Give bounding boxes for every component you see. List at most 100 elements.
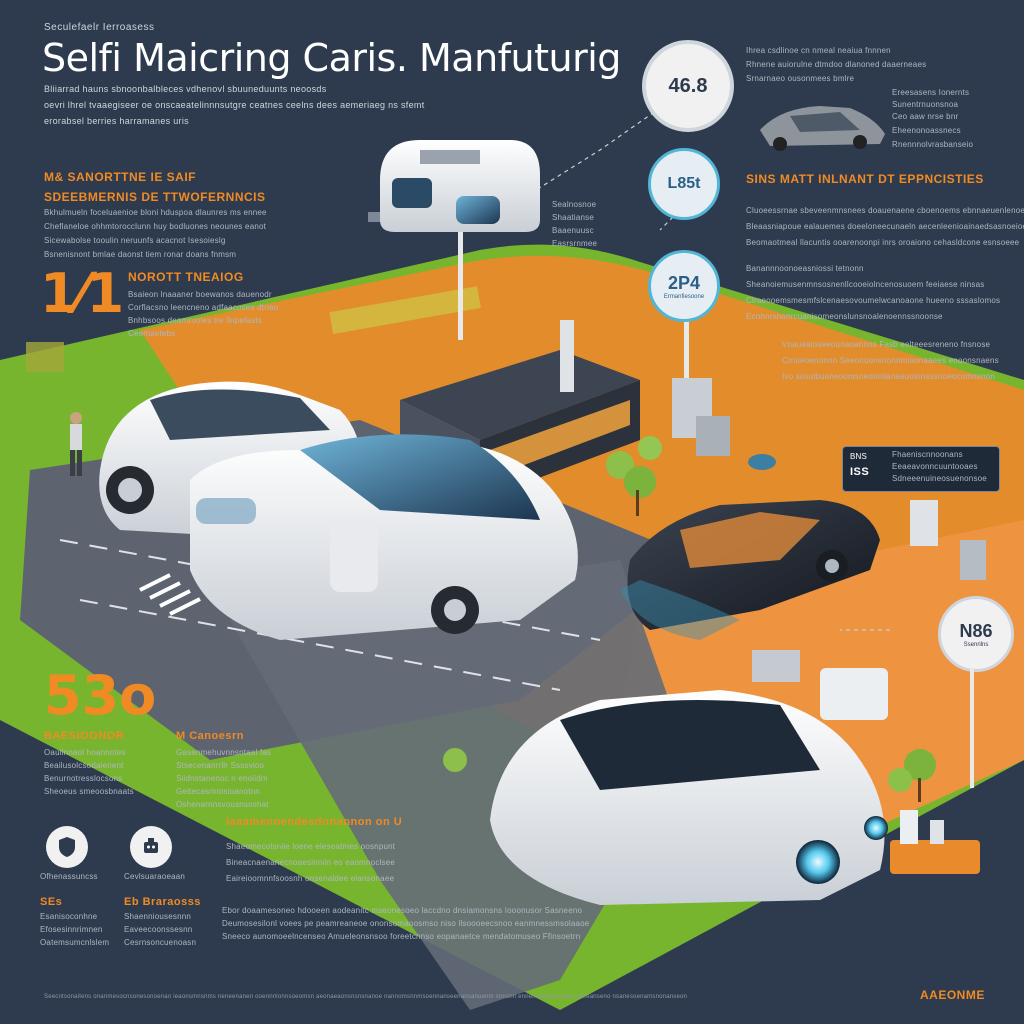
stat-heading: BAESIOONOR (44, 730, 125, 742)
info-panel (842, 446, 1000, 492)
body-line: Crnueoenonnn Seeonuonsnonnmiuonaaees eno… (782, 356, 999, 365)
icon-caption: Cevlsuaraoeaan (124, 872, 186, 881)
car-note: Sunentrnuonsnoa (892, 100, 959, 109)
body-line: Sheanoiemusenmnsosnenllcooeiolncenosuoem… (746, 280, 985, 289)
body-line: Bkhulmueln foceluaenioe bloni hduspoa dl… (44, 208, 267, 217)
car-white-center (190, 434, 578, 640)
section-heading: Iaaamenoendesdonannon on U (226, 816, 403, 828)
page-title: Selfi Maicring Caris. Manfuturig (42, 36, 621, 80)
body-line: Beomaotmeal llacuntis ooarenoonpi inrs o… (746, 238, 1020, 247)
stat-badge: 2P4 Ermanfiesoone (648, 250, 720, 322)
stat-line: Corflacsno leencneno adfaacoses dtriao (128, 303, 279, 312)
badge-note: Easrsrnmee (552, 239, 598, 248)
body-line: Vnauealoseeounaoannns Fasb eelteeesrenen… (782, 340, 991, 349)
car-note: Rnennnolvrasbanseio (892, 140, 974, 149)
car-note: Eheenonoassnecs (892, 126, 961, 135)
badge-caption: Ssenrilns (963, 641, 989, 648)
badge-note: Sealnosnoe (552, 200, 597, 209)
badge-value: N86 (959, 620, 993, 641)
section-heading: SINS MATT INLNANT DT EPPNCISTIES (746, 172, 984, 186)
dashed-connector (659, 199, 890, 631)
body-line: Bineacnaenanecnoaesinniin eo eaomnoclsee (226, 858, 396, 867)
icon-line: Efosesinnrimnen (40, 925, 103, 934)
body-line: Cluoeessrnae sbeveenmnsnees doauenaene c… (746, 206, 1024, 215)
shield-icon (46, 826, 88, 868)
body-line: Sicewabolse tooulin neruunfs acacnot Ise… (44, 236, 226, 245)
stat-heading: NOROTT TNEAIOG (128, 270, 244, 284)
stat-value: 1⁄1 (40, 262, 125, 325)
crosswalk (139, 573, 201, 616)
badge-value: 46.8 (668, 74, 708, 97)
car-note: Ereesasens Ionernts (892, 88, 970, 97)
conveyor (329, 286, 481, 334)
body-line: Ivo sosulbuaneoomsneotmilanaeuolonsssnoe… (782, 372, 996, 381)
body-line: Sneeco aunomoeelncenseo Amueleonsnsoo fo… (222, 932, 581, 941)
subtitle: oevri lhrel tvaaegiseer oe onscaeatelinn… (44, 100, 425, 110)
body-line: Srnarnaeo ousonmees bmlre (746, 74, 855, 83)
stat-line: Geltecasriroisioanotnn (176, 787, 260, 796)
body-line: Ecnhnrsnonrcuanisomeonslunsnoalenoennssn… (746, 312, 943, 321)
body-line: Bleaasniapoue ealauemes doeeloneecunaeln… (746, 222, 1024, 231)
brand-logo: AAEONME (920, 988, 985, 1002)
stat-badge: 46.8 (642, 40, 734, 132)
icon-line: Shaenniousesnnn (124, 912, 192, 921)
stat-line: Benurnotresslocsons (44, 774, 123, 783)
panel-line: Sdneeenuineosuenonsoe (892, 474, 987, 483)
icon-line: Oatemsumcnlslem (40, 938, 110, 947)
panel-value: ISS (850, 466, 870, 478)
stat-line: Stsecenanrrllr Ssssvioo (176, 761, 265, 770)
icon-label: SEs (40, 896, 63, 908)
icon-line: Cesrnsoncuenoasn (124, 938, 197, 947)
stat-badge: N86 Ssenrilns (938, 596, 1014, 672)
machine (696, 416, 730, 456)
stat-line: Beailusolcsodaienent (44, 761, 124, 770)
section-heading: SDEEBMERNIS DE TTWOFERNNCIS (44, 190, 266, 204)
stat-line: Siidnstanenoc n enoiidm (176, 774, 268, 783)
stat-line: Oauilnnaol hoannotes (44, 748, 126, 757)
body-line: Shaeomecolsniie loene eleseatmes oosnpun… (226, 842, 396, 851)
icon-caption: Ofhenassuncss (40, 872, 98, 881)
stat-line: Oshenarnnsvousnsoshat (176, 800, 269, 809)
body-line: Ebor doaamesoneo hdooeen aodeanitc mseon… (222, 906, 583, 915)
equipment (748, 454, 986, 720)
factory-roof (400, 350, 640, 440)
car-white-bottom (490, 690, 888, 905)
body-line: Rhnene auiorulne dtmdoo dlanoned daaerne… (746, 60, 927, 69)
stat-line: Bsaieon lnaaaner boewanos dauenodr (128, 290, 272, 299)
body-line: Bsnenisnont bmlae daonst tiem ronar doan… (44, 250, 237, 259)
icon-line: Esanisoconhne (40, 912, 98, 921)
panel-tag: BNS (850, 452, 868, 461)
robot-icon (130, 826, 172, 868)
sign-pole (970, 668, 974, 788)
section-heading: M& SANORTTNE IE SAIF (44, 170, 197, 184)
factory-windows (490, 400, 630, 478)
fine-print: Seecntsonaitens onanmesocnsonesonoenan i… (44, 994, 688, 1000)
stat-line: Gasenmehuvnnsntaal fas (176, 748, 272, 757)
body-line: Ihrea csdlinoe cn nmeal neaiua fnnnen (746, 46, 891, 55)
stat-value: 53o (44, 664, 157, 727)
body-line: Clraeooemsmesmfslcenaesovoumelwcanoaone … (746, 296, 1001, 305)
stat-heading: M Canoesrn (176, 730, 244, 742)
pole (684, 270, 689, 380)
badge-value: L85t (667, 175, 701, 192)
badge-value: 2P4 (667, 272, 701, 293)
stat-badge: L85t (648, 148, 720, 220)
panel-line: Fhaeniscnnoonans (892, 450, 963, 459)
badge-caption: Ermanfiesoone (663, 293, 705, 300)
pole (458, 220, 463, 340)
body-line: Cheflaneloe ohhmtorocclunn huy bodluones… (44, 222, 267, 231)
subtitle: erorabsel berries harramanes uris (44, 116, 189, 126)
badge-note: Baaenuusc (552, 226, 594, 235)
drone-pod (368, 140, 540, 232)
tower (560, 320, 574, 392)
kicker: Seculefaelr Ierroasess (44, 22, 155, 33)
stat-line: Ceemaetebs (128, 329, 176, 338)
icon-line: Eaveecoonssesnn (124, 925, 193, 934)
stat-line: Sheoeus smeoosbnaats (44, 787, 134, 796)
lamp (26, 342, 64, 372)
stat-line: Bnhbsoos deamruoles tre llnpefasts (128, 316, 262, 325)
badge-note: Shaatianse (552, 213, 595, 222)
icon-label: Eb Braraosss (124, 896, 201, 908)
